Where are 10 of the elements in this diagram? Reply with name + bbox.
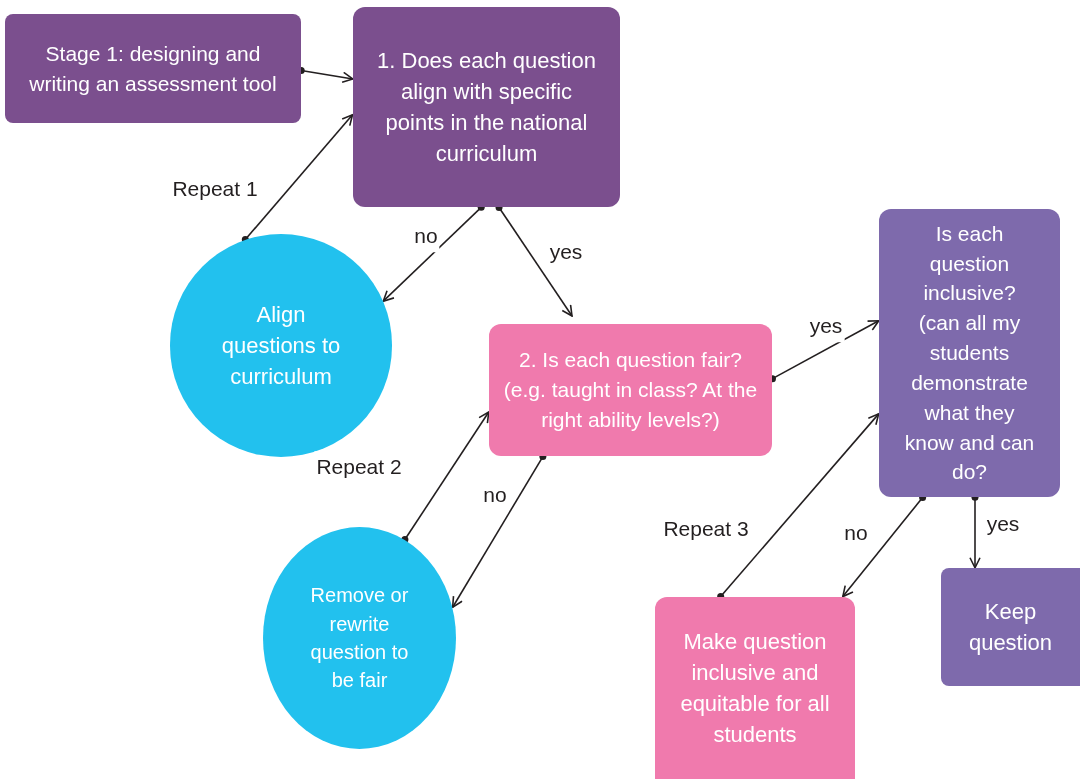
arrow <box>451 453 547 608</box>
decision-box: Is each question inclusive? (can all my students demonstrate what they know and can do? <box>879 209 1060 497</box>
action-ellipse: Remove or rewrite question to be fair <box>263 527 456 749</box>
action-box: Make question inclusive and equitable for all students <box>655 597 855 779</box>
decision-box: 2. Is each question fair? (e.g. taught in class? At the right ability levels?) <box>489 324 772 456</box>
decision-box: 1. Does each question align with specific points in the national curriculum <box>353 7 620 207</box>
arrow <box>401 411 490 544</box>
start-box: Stage 1: designing and writing an assessment tool <box>5 14 301 123</box>
arrow <box>717 413 880 600</box>
end-box: Keep question <box>941 568 1080 686</box>
